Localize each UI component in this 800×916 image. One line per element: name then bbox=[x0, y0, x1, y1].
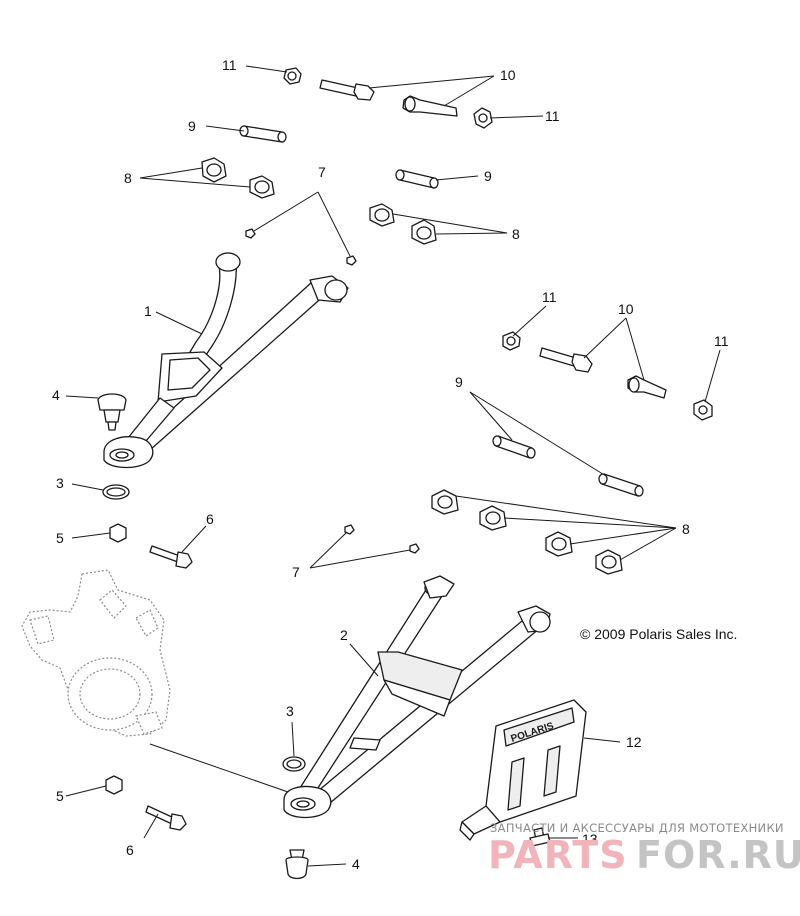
callout-5-a: 5 bbox=[56, 530, 64, 546]
bolt-10-middle-right bbox=[627, 375, 667, 399]
callout-8-b: 8 bbox=[512, 226, 520, 242]
callout-12: 12 bbox=[626, 734, 642, 750]
nut-5-middle bbox=[109, 523, 127, 543]
sleeve-9-upper-right bbox=[395, 169, 439, 189]
sleeve-9-middle-a bbox=[492, 435, 536, 459]
grease-fitting-7-lower-b bbox=[409, 543, 420, 554]
bushing-8-lower-b bbox=[479, 505, 507, 531]
nut-11-upper-left bbox=[283, 67, 302, 85]
callout-11-c: 11 bbox=[542, 289, 557, 305]
lower-a-arm bbox=[283, 575, 551, 819]
bushing-8-lower-c bbox=[545, 531, 573, 557]
bushing-8-upper-right-b bbox=[411, 219, 437, 245]
callout-7-b: 7 bbox=[292, 564, 300, 580]
callout-8-a: 8 bbox=[124, 170, 132, 186]
bolt-10-upper-right bbox=[402, 95, 458, 117]
callout-9-a: 9 bbox=[188, 118, 196, 134]
grease-fitting-7-upper-b bbox=[346, 255, 357, 266]
steering-knuckle-reference bbox=[21, 569, 171, 737]
callout-11-d: 11 bbox=[714, 333, 729, 349]
watermark-caption: ЗАПЧАСТИ И АКСЕССУАРЫ ДЛЯ МОТОТЕХНИКИ bbox=[490, 821, 784, 835]
callout-10-a: 10 bbox=[500, 67, 516, 83]
bushing-8-lower-d bbox=[595, 549, 623, 575]
callout-6-b: 6 bbox=[126, 842, 134, 858]
callouts: 11 10 11 9 8 7 9 8 1 11 10 11 9 4 3 6 8 … bbox=[52, 57, 729, 872]
callout-10-b: 10 bbox=[618, 301, 634, 317]
callout-3-a: 3 bbox=[56, 475, 64, 491]
copyright-notice: © 2009 Polaris Sales Inc. bbox=[580, 626, 737, 642]
bushing-8-upper-left-a bbox=[201, 157, 227, 183]
ball-joint-4-lower bbox=[285, 849, 309, 880]
callout-5-b: 5 bbox=[56, 788, 64, 804]
callout-6-a: 6 bbox=[206, 511, 214, 527]
callout-3-b: 3 bbox=[286, 703, 294, 719]
skid-plate-12: POLARIS bbox=[459, 699, 587, 841]
grease-fitting-7-lower-a bbox=[344, 524, 355, 535]
callout-4-a: 4 bbox=[52, 387, 60, 403]
callout-8-c: 8 bbox=[682, 521, 690, 537]
callout-4-b: 4 bbox=[352, 856, 360, 872]
grease-fitting-7-upper-a bbox=[245, 228, 256, 239]
watermark: ЗАПЧАСТИ И АКСЕССУАРЫ ДЛЯ МОТОТЕХНИКИ PA… bbox=[488, 821, 800, 877]
bolt-6-middle bbox=[149, 545, 193, 569]
sleeve-9-upper-left bbox=[239, 125, 287, 143]
bolt-10-middle-left bbox=[539, 347, 593, 373]
watermark-brand-right: FOR.RU bbox=[636, 833, 800, 877]
watermark-brand-left: PARTS bbox=[488, 833, 628, 877]
callout-1: 1 bbox=[144, 303, 152, 319]
sleeve-9-middle-b bbox=[598, 473, 644, 497]
bushing-8-upper-right-a bbox=[369, 203, 395, 227]
bushing-8-upper-left-b bbox=[249, 175, 275, 199]
bolt-13 bbox=[529, 827, 551, 847]
nut-5-lower bbox=[105, 775, 123, 795]
callout-9-b: 9 bbox=[484, 168, 492, 184]
snap-ring-3-upper bbox=[102, 484, 130, 500]
snap-ring-3-lower bbox=[282, 756, 306, 772]
bolt-10-upper-left bbox=[319, 79, 375, 101]
upper-a-arm bbox=[103, 252, 349, 469]
callout-2: 2 bbox=[340, 627, 348, 643]
nut-11-middle-right bbox=[693, 399, 713, 421]
bolt-6-lower bbox=[145, 805, 187, 831]
bushing-8-lower-a bbox=[431, 489, 459, 515]
ball-joint-4-upper bbox=[97, 393, 127, 431]
leader-lines bbox=[65, 65, 721, 867]
nut-11-middle-left bbox=[502, 331, 521, 351]
callout-11-b: 11 bbox=[545, 108, 560, 124]
callout-13: 13 bbox=[582, 831, 598, 847]
callout-9-c: 9 bbox=[455, 374, 463, 390]
nut-11-upper-right bbox=[473, 107, 493, 129]
callout-7-a: 7 bbox=[318, 164, 326, 180]
callout-11-a: 11 bbox=[222, 57, 237, 73]
